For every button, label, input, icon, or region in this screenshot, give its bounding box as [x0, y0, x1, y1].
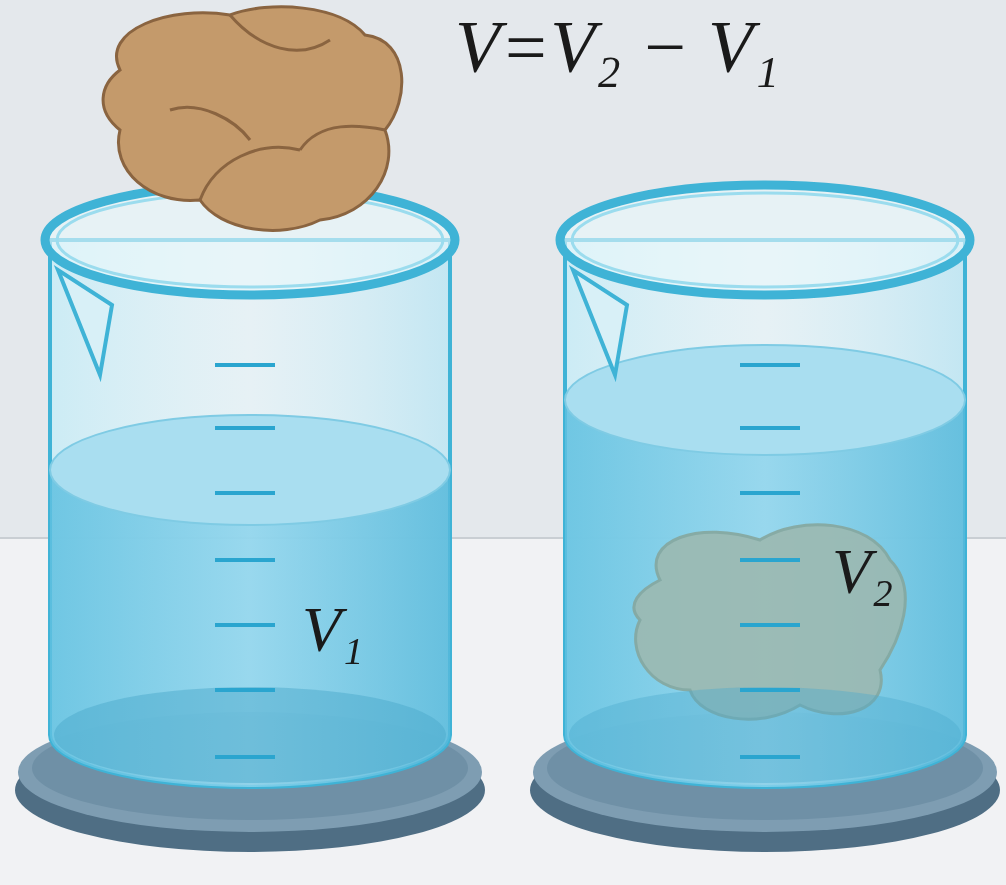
volume-formula: V=V₂ − V₁	[455, 10, 779, 84]
beaker-left	[15, 185, 485, 852]
rock-dry	[103, 7, 402, 231]
final-volume-label: V₂	[832, 540, 893, 604]
initial-volume-label: V₁	[302, 598, 363, 662]
beaker-right	[530, 185, 1000, 852]
